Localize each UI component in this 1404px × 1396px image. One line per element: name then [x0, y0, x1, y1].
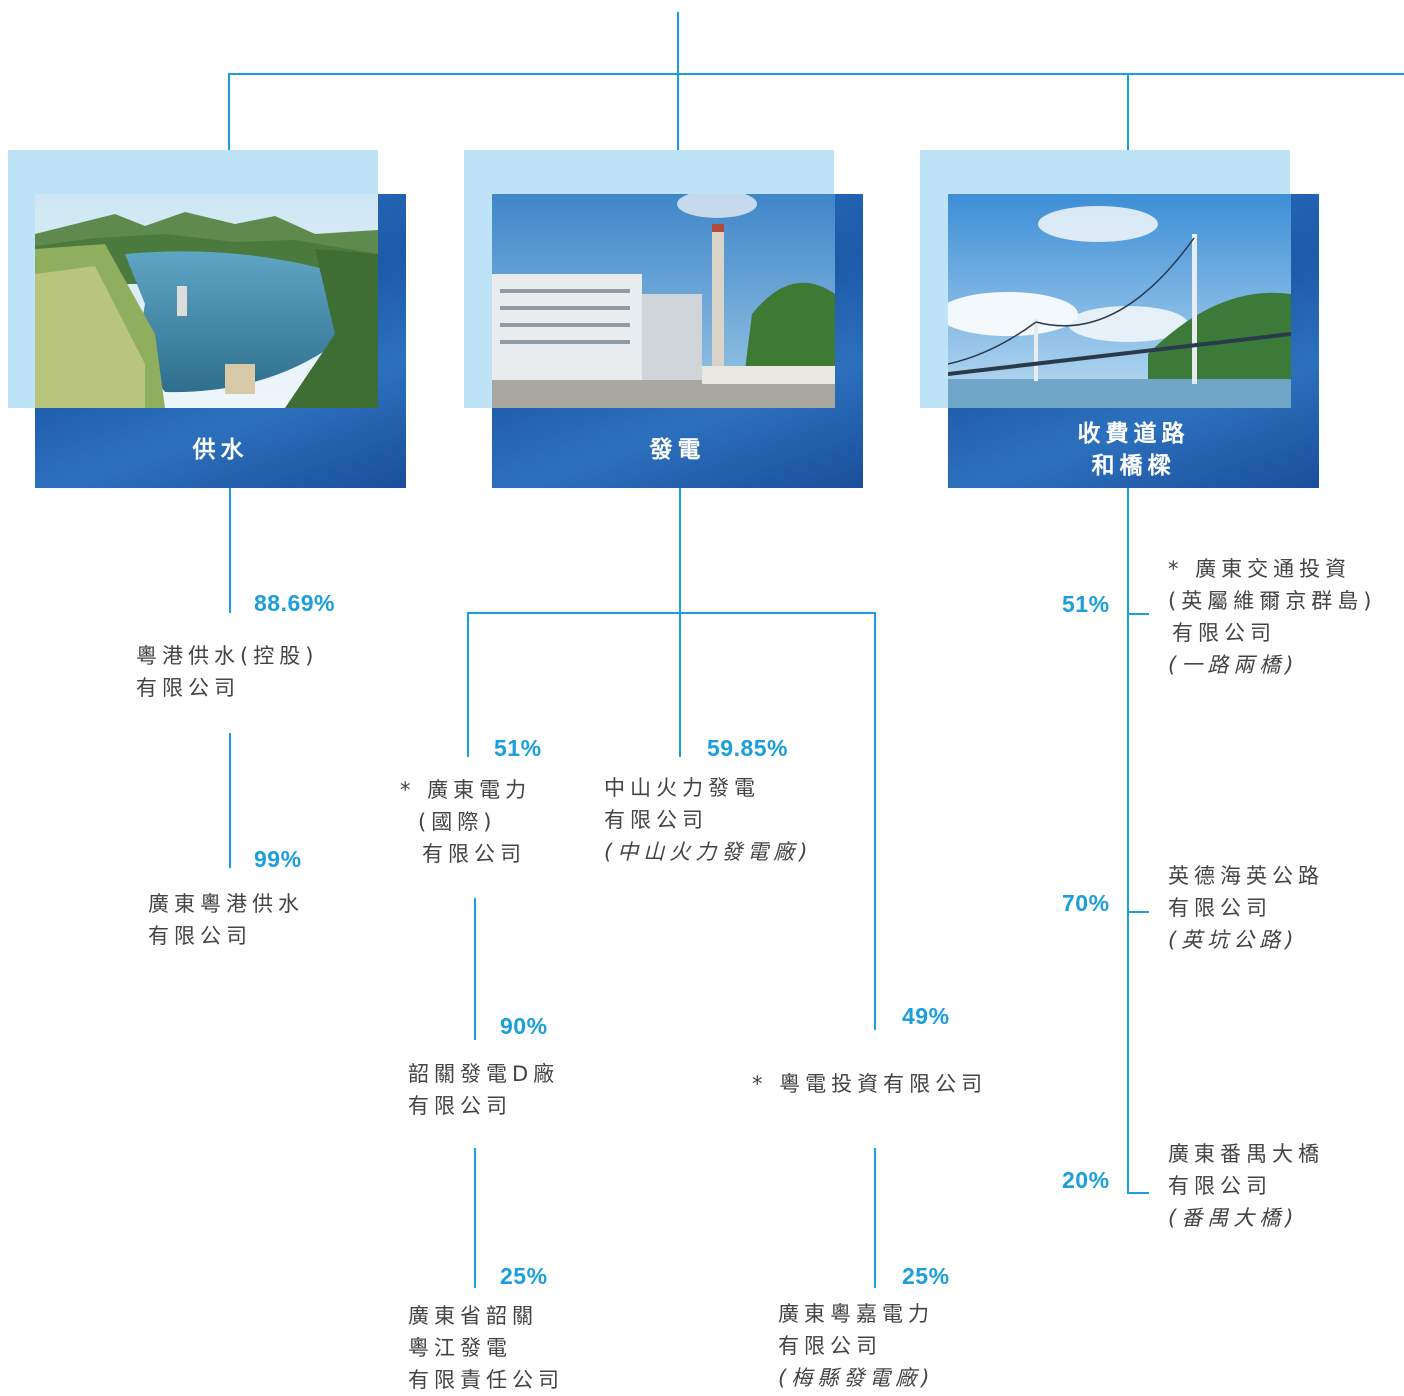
roads-pct-3: 20%	[1062, 1167, 1110, 1193]
power-bus	[467, 612, 876, 614]
power-mx-line	[874, 1148, 876, 1288]
yj-company: 廣東省韶關 粵江發電 有限責任公司	[408, 1304, 564, 1392]
power-drop	[677, 73, 679, 150]
roads-company-2: 英德海英公路 有限公司 (英坑公路)	[1168, 864, 1324, 952]
roads-company-3: 廣東番禺大橋 有限公司 (番禺大橋)	[1168, 1142, 1324, 1230]
roads-pct-1: 51%	[1062, 591, 1110, 617]
zs-company: 中山火力發電 有限公司 (中山火力發電廠)	[604, 776, 813, 864]
roads-pct-2: 70%	[1062, 890, 1110, 916]
roads-tick-1	[1127, 613, 1149, 615]
bridge-photo	[948, 194, 1291, 408]
yd-pct: 49%	[902, 1003, 950, 1029]
roads-company-1: * 廣東交通投資 (英屬維爾京群島) 有限公司 (一路兩橋)	[1168, 557, 1377, 677]
top-bus	[228, 73, 1404, 75]
roads-stem	[1127, 488, 1129, 1194]
power-sg-line	[474, 898, 476, 1040]
yd-company: * 粵電投資有限公司	[752, 1072, 988, 1096]
water-company-2: 廣東粵港供水 有限公司	[148, 892, 304, 948]
mx-pct: 25%	[902, 1263, 950, 1289]
root-connector	[677, 12, 679, 75]
power-yj-line	[474, 1148, 476, 1288]
roads-tick-2	[1127, 911, 1149, 913]
power-left-drop	[467, 612, 469, 757]
reservoir-photo	[35, 194, 378, 408]
water-line-2	[229, 733, 231, 868]
power-plant-photo	[492, 194, 835, 408]
water-drop	[228, 73, 230, 150]
gdp-company: * 廣東電力 (國際) 有限公司	[400, 778, 532, 866]
roads-tick-3	[1127, 1192, 1149, 1194]
gdp-pct: 51%	[494, 735, 542, 761]
water-label: 供水	[192, 437, 249, 463]
yj-pct: 25%	[500, 1263, 548, 1289]
water-pct-1: 88.69%	[254, 590, 336, 616]
water-pct-2: 99%	[254, 846, 302, 872]
roads-drop	[1127, 73, 1129, 150]
water-line-1	[229, 488, 231, 613]
power-stem	[679, 488, 681, 613]
sg-company: 韶關發電D廠 有限公司	[408, 1062, 560, 1118]
sg-pct: 90%	[500, 1013, 548, 1039]
water-company-1: 粵港供水(控股) 有限公司	[136, 644, 319, 700]
roads-label: 收費道路 和橋樑	[1077, 421, 1190, 479]
power-right-drop	[874, 612, 876, 1030]
power-label: 發電	[649, 437, 706, 463]
zs-pct: 59.85%	[707, 735, 789, 761]
power-mid-drop	[679, 612, 681, 757]
mx-company: 廣東粵嘉電力 有限公司 (梅縣發電廠)	[778, 1302, 935, 1390]
